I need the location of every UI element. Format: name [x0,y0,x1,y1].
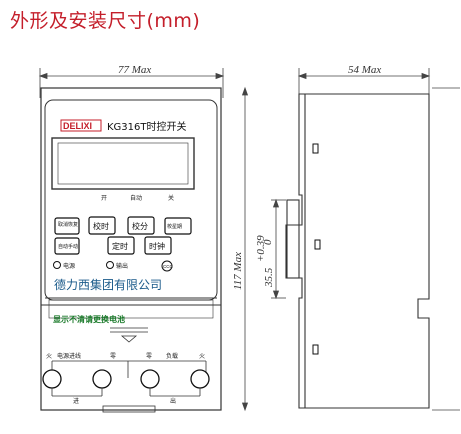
display-label-off: 关 [168,194,174,202]
button-cancel-restore[interactable]: 取消恢复 [54,217,80,235]
svg-text:校星期: 校星期 [167,223,182,230]
display-label-on: 开 [101,195,107,202]
button-set-week[interactable]: 校星期 [164,217,192,235]
brand-logo: DELIXI [60,119,102,132]
button-set-minute[interactable]: 校分 [127,216,155,235]
output-indicator-icon [106,261,114,269]
lcd-display [51,137,195,190]
ccc-mark-icon [161,260,173,272]
width-label: 77 Max [118,64,151,76]
svg-text:时钟: 时钟 [149,241,165,251]
depth-label: 54 Max [348,64,381,76]
terminal-live-out: 火 [199,353,205,360]
rail-dimension [271,198,286,300]
output-indicator-label: 输出 [116,262,128,270]
terminal-load: 负载 [166,352,178,360]
page-title: 外形及安装尺寸(mm) [10,10,201,32]
side-slot-1 [312,143,319,154]
din-clip-front [102,405,156,413]
button-timer[interactable]: 定时 [107,236,135,255]
model-label: KG316T时控开关 [107,120,187,133]
rail-tolerance-upper: +0.39 [255,235,267,262]
button-auto-manual[interactable]: 自动手动 [54,237,80,255]
width-dimension [38,68,225,98]
depth-dimension [297,68,431,98]
power-indicator-label: 电源 [63,262,75,270]
arrow-down-icon [110,327,148,343]
power-indicator-icon [53,261,61,269]
battery-warning: 显示不清请更换电池 [53,314,125,324]
svg-text:校时: 校时 [93,221,109,231]
side-slot-3 [312,344,319,355]
terminal-neutral-1: 零 [110,353,116,360]
terminal-label-out: 出 [170,397,176,405]
upper-terminal-strip [48,299,214,319]
rail-tolerance-lower: 0 [262,239,274,245]
terminal-cover [40,304,222,411]
terminal-screws [42,369,210,389]
side-slot-2 [314,239,321,250]
terminal-label-in: 进 [73,397,79,405]
svg-text:自动手动: 自动手动 [58,243,78,250]
company-name: 德力西集团有限公司 [54,277,162,292]
wiring-lines [51,360,207,378]
svg-text:取消恢复: 取消恢复 [58,221,78,228]
side-view-body [285,93,430,409]
svg-text:定时: 定时 [112,241,128,251]
terminal-power-in: 电源进线 [57,352,81,360]
svg-text:校分: 校分 [132,221,148,231]
svg-text:DELIXI: DELIXI [63,121,92,131]
button-clock[interactable]: 时钟 [144,236,172,255]
ccc-mark-label: CCC [163,264,173,269]
rail-label: 35.5 [263,267,275,288]
height-label: 117 Max [232,252,244,290]
terminal-neutral-2: 零 [146,353,152,360]
display-label-auto: 自动 [130,194,142,202]
button-set-hour[interactable]: 校时 [88,216,116,235]
height-dimension [241,86,460,412]
terminal-live-in: 火 [46,353,52,360]
